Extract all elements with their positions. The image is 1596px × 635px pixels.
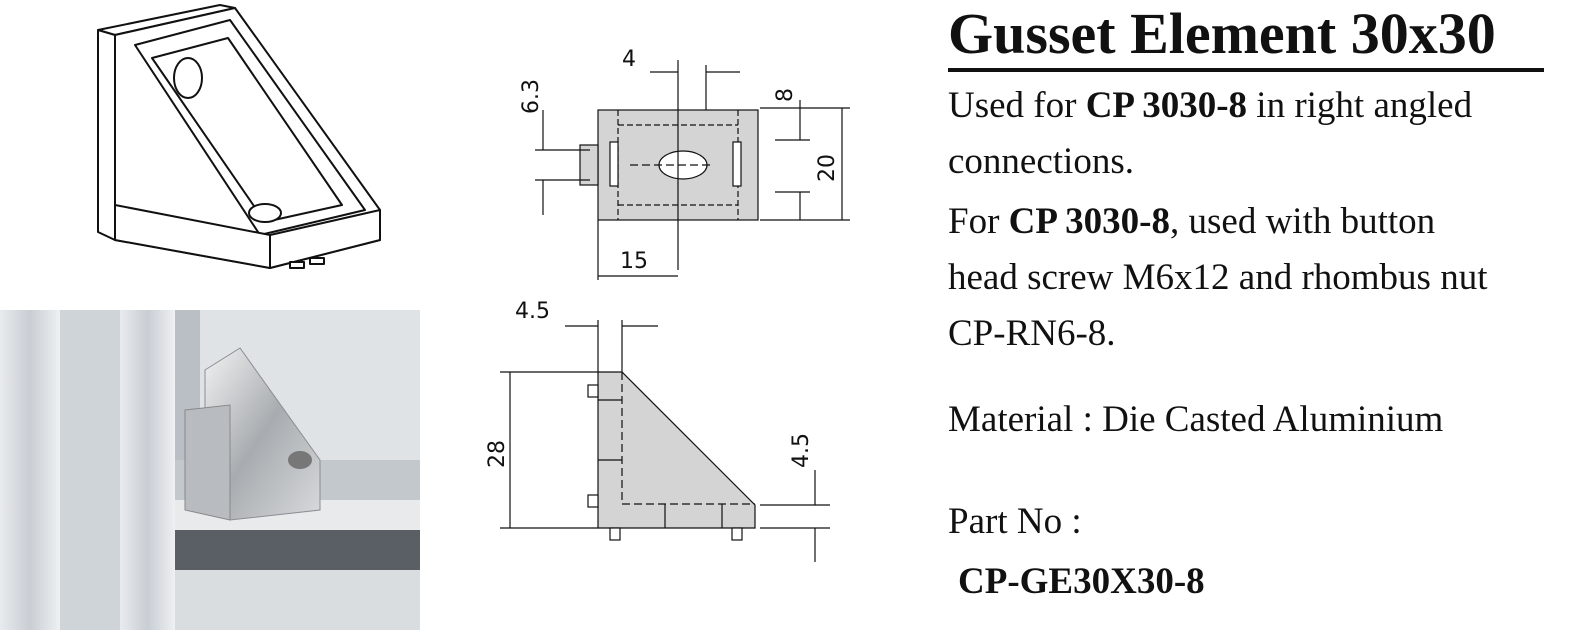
usage-suffix: in right angled	[1247, 85, 1473, 126]
title-underline	[948, 68, 1544, 72]
fastener-line3: CP-RN6-8.	[948, 313, 1116, 354]
material-text: Material : Die Casted Aluminium	[948, 399, 1444, 440]
fastener-paragraph: For CP 3030-8, used with button head scr…	[948, 194, 1487, 362]
usage-profile: CP 3030-8	[1085, 85, 1248, 126]
top-view-drawing: 4 6.3 8 20 15	[470, 30, 890, 290]
usage-paragraph: Used for CP 3030-8 in right angled conne…	[948, 78, 1472, 190]
fastener-prefix: For	[948, 201, 1009, 242]
usage-prefix: Used for	[948, 85, 1086, 126]
dim-top-8: 8	[773, 88, 798, 102]
dim-side-28: 28	[485, 440, 510, 468]
dim-top-6-3: 6.3	[519, 79, 544, 114]
page-title: Gusset Element 30x30	[948, 1, 1496, 66]
side-view-drawing: 4.5 28 4.5	[470, 290, 890, 590]
fastener-line2: head screw M6x12 and rhombus nut	[948, 257, 1488, 298]
dim-top-4: 4	[622, 47, 636, 72]
isometric-drawing	[80, 0, 410, 290]
dim-side-4-5-right: 4.5	[789, 433, 814, 468]
product-photo	[0, 310, 420, 630]
part-no-value: CP-GE30X30-8	[958, 561, 1205, 602]
fastener-suffix: , used with button	[1170, 201, 1436, 242]
part-no-label: Part No :	[948, 501, 1082, 542]
fastener-profile: CP 3030-8	[1008, 201, 1171, 242]
dim-side-4-5-top: 4.5	[515, 299, 550, 324]
usage-line2: connections.	[948, 141, 1134, 182]
dim-top-15: 15	[620, 249, 648, 274]
product-description: Gusset Element 30x30 Used for CP 3030-8 …	[948, 0, 1588, 602]
dim-top-20: 20	[815, 154, 840, 182]
